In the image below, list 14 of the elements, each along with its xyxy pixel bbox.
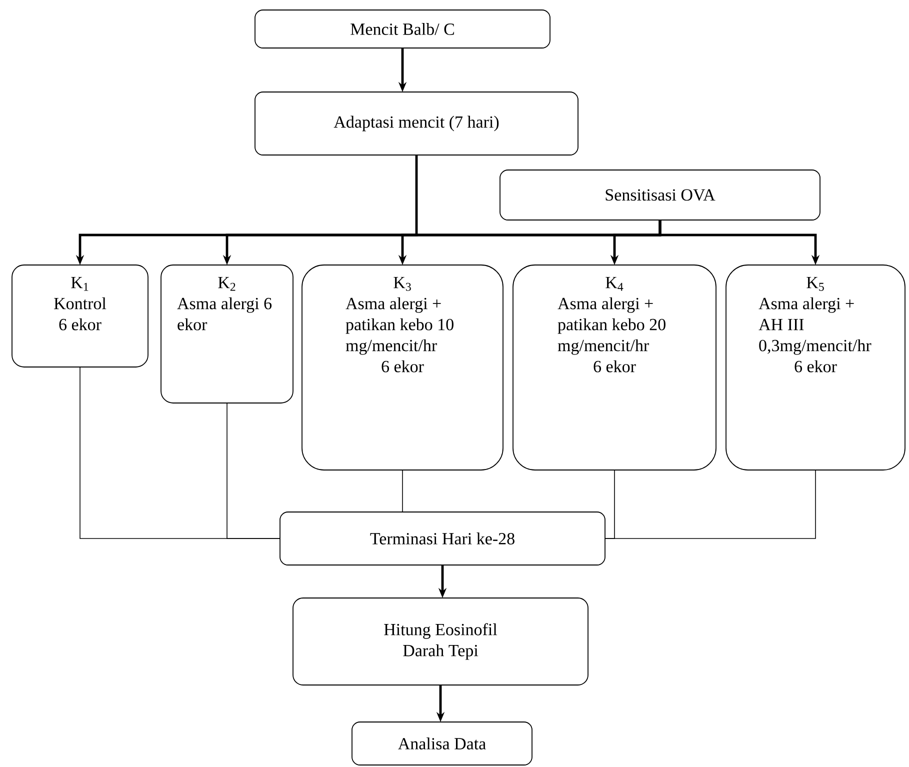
process-box: Hitung Eosinofil Darah Tepi [292,598,588,686]
process-box: Terminasi Hari ke-28 [280,512,606,566]
process-box: Adaptasi mencit (7 hari) [254,92,578,156]
group-box: K$_{1}$ Kontrol 6 ekor [12,264,148,368]
connector [604,470,816,539]
process-box: Sensitisasi OVA [500,170,820,220]
process-box: Mencit Balb/ C [254,10,550,48]
process-box: Analisa Data [352,722,532,766]
group-box: K$_{2}$ Asma alergi 6 ekor [160,264,294,404]
group-box: K$_{3}$ Asma alergi + patikan kebo 10 mg/mencit/hr 6 ekor [302,264,504,470]
connector [402,470,403,512]
group-box: K$_{5}$ Asma alergi + AH III 0,3mg/mencit/hr 6 ekor [726,264,906,470]
group-box: K$_{4}$ Asma alergi + patikan kebo 20 mg/mencit/hr 6 ekor [512,264,716,470]
connector [226,402,280,539]
